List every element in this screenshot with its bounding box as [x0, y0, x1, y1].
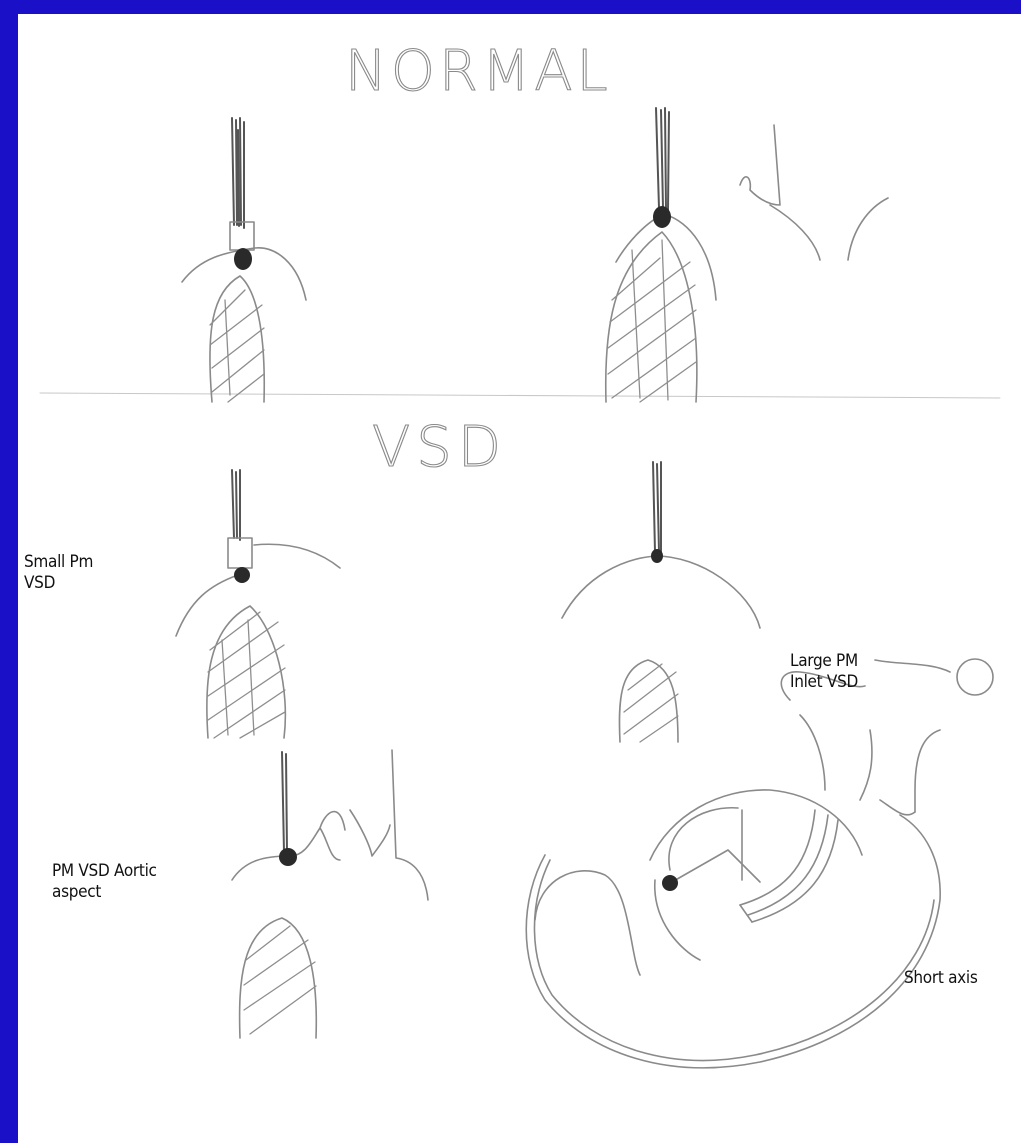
label-small-pm-vsd: Small Pm VSD [24, 552, 93, 594]
pencil-sketch: NORMAL VSD [18, 14, 1021, 1143]
section-divider [40, 393, 1000, 398]
pm-vsd-aortic-aspect-view [232, 750, 428, 1038]
small-pm-vsd-defect [234, 567, 250, 583]
heading-normal: NORMAL [345, 39, 612, 104]
label-pm-vsd-aortic-aspect: PM VSD Aortic aspect [52, 861, 157, 903]
normal-right-view [606, 108, 888, 402]
normal-right-marker [653, 206, 671, 228]
normal-left-marker [234, 248, 252, 270]
label-large-pm-inlet-vsd: Large PM Inlet VSD [790, 651, 858, 693]
label-short-axis: Short axis [904, 968, 978, 989]
large-pm-inlet-defect [651, 549, 663, 563]
large-pm-inlet-view [562, 462, 760, 742]
pm-vsd-aortic-defect [279, 848, 297, 866]
heading-vsd: VSD [372, 415, 507, 480]
sketch-paper: NORMAL VSD [18, 14, 1021, 1143]
small-pm-vsd-view [176, 470, 340, 738]
short-axis-view [526, 659, 993, 1068]
short-axis-defect [662, 875, 678, 891]
